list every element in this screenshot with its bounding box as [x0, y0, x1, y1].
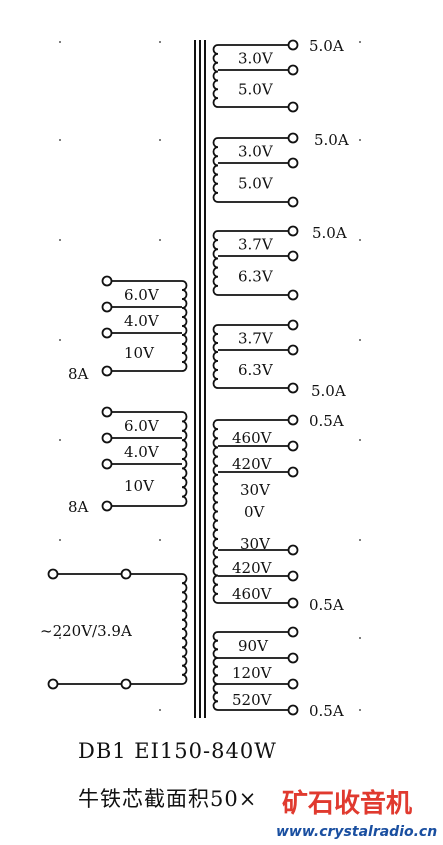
primary-terminal: [120, 568, 132, 580]
secondary-winding-2: [212, 137, 219, 203]
secondary-current-label: 5.0A: [309, 37, 344, 55]
secondary-terminal: [287, 157, 299, 169]
secondary-winding-hv: [212, 419, 219, 604]
secondary-terminal: [287, 132, 299, 144]
transformer-core: [194, 40, 206, 718]
secondary-voltage-label: 460V: [232, 429, 273, 447]
secondary-terminal: [287, 289, 299, 301]
secondary-voltage-label: 520V: [232, 691, 273, 709]
secondary-voltage-label: 5.0V: [238, 81, 274, 99]
secondary-terminal: [287, 466, 299, 478]
secondary-terminal: [287, 678, 299, 690]
left-current-label: 8A: [68, 365, 89, 383]
secondary-current-label: 0.5A: [309, 702, 344, 720]
secondary-terminal: [287, 250, 299, 262]
secondary-voltage-label: 5.0V: [238, 175, 274, 193]
watermark-brand: 矿石收音机: [282, 788, 412, 819]
left-winding-2: [181, 411, 188, 507]
left-terminal: [101, 275, 113, 287]
secondary-terminal: [287, 39, 299, 51]
secondary-winding-bias: [212, 631, 219, 711]
left-voltage-label: 6.0V: [124, 417, 160, 435]
left-current-label: 8A: [68, 498, 89, 516]
secondary-terminal: [287, 319, 299, 331]
background-dots: [59, 41, 361, 711]
title: DB1 EI150-840W: [78, 739, 277, 763]
secondary-winding-1: [212, 44, 219, 108]
left-voltage-label: 4.0V: [124, 312, 160, 330]
secondary-current-label: 5.0A: [314, 131, 349, 149]
secondary-terminal: [287, 544, 299, 556]
secondary-current-label: 5.0A: [311, 382, 346, 400]
secondary-voltage-label: 460V: [232, 585, 273, 603]
secondary-terminal: [287, 704, 299, 716]
secondary-voltage-label: 420V: [232, 559, 273, 577]
subtitle: 牛铁芯截面积50×: [78, 787, 257, 811]
secondary-terminal: [287, 344, 299, 356]
secondary-winding-3: [212, 230, 219, 296]
secondary-winding-4: [212, 324, 219, 389]
secondary-voltage-label: 3.7V: [238, 236, 274, 254]
secondary-voltage-label: 120V: [232, 664, 273, 682]
left-voltage-label: 10V: [124, 477, 155, 495]
secondary-voltage-label: 6.3V: [238, 361, 274, 379]
left-terminal: [101, 432, 113, 444]
left-voltage-label: 10V: [124, 344, 155, 362]
secondary-voltage-label: 3.7V: [238, 330, 274, 348]
secondary-current-label: 0.5A: [309, 412, 344, 430]
secondary-voltage-label: 30V: [240, 481, 271, 499]
secondary-terminal: [287, 414, 299, 426]
left-terminal: [101, 301, 113, 313]
secondary-terminal: [287, 440, 299, 452]
left-terminal: [101, 458, 113, 470]
left-voltage-label: 4.0V: [124, 443, 160, 461]
secondary-voltage-label: 6.3V: [238, 268, 274, 286]
secondary-voltage-label: 420V: [232, 455, 273, 473]
secondary-terminal: [287, 196, 299, 208]
watermark: 矿石收音机 www.crystalradio.cn: [268, 782, 443, 845]
center-tap-label: 0V: [244, 503, 266, 521]
secondary-voltage-label: 3.0V: [238, 143, 274, 161]
left-terminal: [101, 500, 113, 512]
secondary-terminal: [287, 652, 299, 664]
left-winding-1: [181, 280, 188, 372]
left-voltage-label: 6.0V: [124, 286, 160, 304]
secondary-terminal: [287, 101, 299, 113]
primary-winding: [181, 573, 188, 685]
watermark-url: www.crystalradio.cn: [276, 824, 437, 840]
secondary-terminal: [287, 597, 299, 609]
secondary-voltage-label: 90V: [238, 637, 269, 655]
left-terminal: [101, 365, 113, 377]
secondary-current-label: 0.5A: [309, 596, 344, 614]
primary-label: ~220V/3.9A: [40, 622, 132, 640]
left-terminal: [101, 327, 113, 339]
secondary-voltage-label: 30V: [240, 535, 271, 553]
primary-terminal: [47, 568, 59, 580]
secondary-voltage-label: 3.0V: [238, 50, 274, 68]
secondary-terminal: [287, 225, 299, 237]
secondary-terminal: [287, 382, 299, 394]
secondary-current-label: 5.0A: [312, 224, 347, 242]
secondary-terminal: [287, 570, 299, 582]
secondary-terminal: [287, 626, 299, 638]
primary-terminal: [120, 678, 132, 690]
primary-terminal: [47, 678, 59, 690]
left-terminal: [101, 406, 113, 418]
secondary-terminal: [287, 64, 299, 76]
